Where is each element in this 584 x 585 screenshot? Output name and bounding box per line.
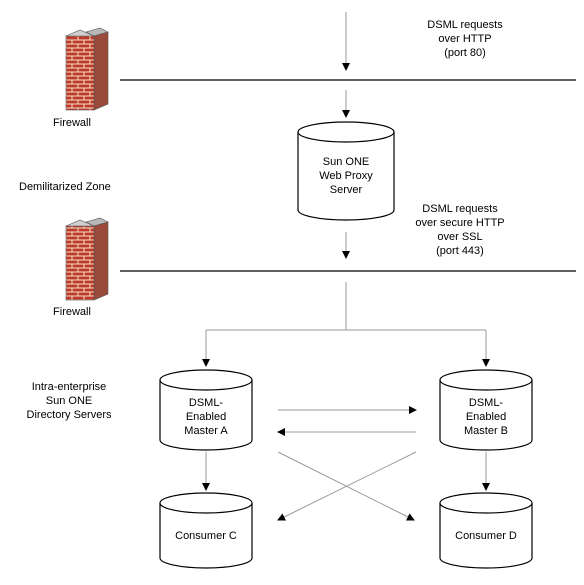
firewall-top-label: Firewall xyxy=(53,117,91,129)
consumer-d-label: Consumer D xyxy=(455,530,517,542)
secure-requests-label: DSML requests over secure HTTP over SSL … xyxy=(415,203,505,257)
consumer-d-server-icon xyxy=(439,492,533,569)
master-b-label: DSML- Enabled Master B xyxy=(463,397,508,437)
proxy-server-label: Sun ONE Web Proxy Server xyxy=(319,156,373,196)
firewall-bottom-icon xyxy=(65,217,109,301)
proxy-server-icon xyxy=(297,121,395,221)
firewall-bottom-label: Firewall xyxy=(53,306,91,318)
consumer-c-server-icon xyxy=(159,492,253,569)
master-a-server-icon xyxy=(159,369,253,451)
dmz-label: Demilitarized Zone xyxy=(19,181,111,193)
arrow-master-b-to-consumer-c xyxy=(277,451,417,521)
intranet-label: Intra-enterprise Sun ONE Directory Serve… xyxy=(26,381,112,421)
firewall-top-icon xyxy=(65,27,109,111)
consumer-c-label: Consumer C xyxy=(175,530,237,542)
master-b-server-icon xyxy=(439,369,533,451)
internet-requests-label: DSML requests over HTTP (port 80) xyxy=(427,19,503,59)
master-a-label: DSML- Enabled Master A xyxy=(184,397,228,437)
